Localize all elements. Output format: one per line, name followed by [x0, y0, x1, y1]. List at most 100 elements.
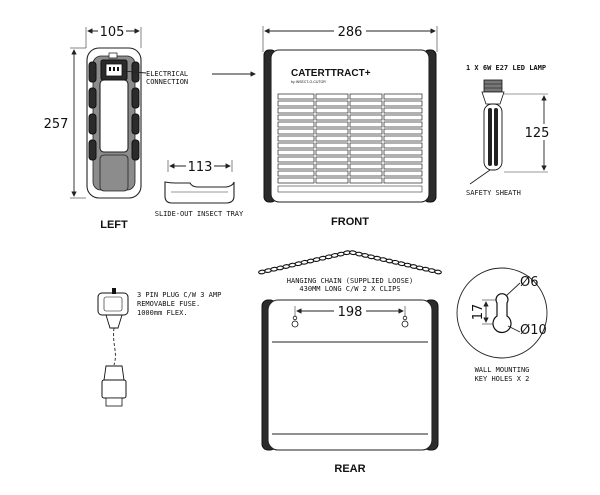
front-view-label: FRONT: [331, 216, 369, 228]
brand-sub: by INSECT-O-CUTOR: [291, 80, 326, 84]
tray-width-dim: 113: [188, 160, 213, 175]
grille-slot: [277, 142, 315, 149]
grille-slot: [315, 142, 349, 149]
grille-slot: [383, 107, 423, 114]
grille-slot: [349, 114, 383, 121]
grille-slot: [277, 156, 315, 163]
grille-slot: [349, 177, 383, 184]
lamp-label: 1 X 6W E27 LED LAMP: [466, 64, 546, 72]
rear-view: 198 REAR: [261, 299, 439, 475]
left-view-label: LEFT: [100, 219, 128, 231]
front-width-dim: 286: [338, 25, 363, 40]
grille-slot: [277, 121, 315, 128]
keyhole-label-line1: WALL MOUNTING: [475, 366, 530, 374]
left-width-dim: 105: [100, 25, 125, 40]
iec-connector-icon: [100, 52, 128, 81]
grille-slot: [349, 135, 383, 142]
front-view: 286 CATERTTRACT+ by INSECT-O-CUTOR FRONT: [262, 23, 438, 228]
rear-keyhole-right: [401, 315, 409, 328]
hanging-chain: [258, 250, 442, 275]
grille-slot: [383, 177, 423, 184]
plug-view: 3 PIN PLUG C/W 3 AMP REMOVABLE FUSE. 100…: [97, 288, 221, 407]
grille-slot: [349, 163, 383, 170]
keyhole-label-line2: KEY HOLES X 2: [475, 375, 530, 383]
grille-slot: [383, 121, 423, 128]
grille-slot: [349, 93, 383, 100]
grille-slot: [277, 93, 315, 100]
keyhole-top-dim: Ø6: [520, 275, 539, 290]
grille-slot: [349, 128, 383, 135]
grille-slot: [315, 114, 349, 121]
flex-cable: [113, 327, 116, 366]
brand-logo: CATERTTRACT+: [291, 68, 371, 79]
left-height-dim: 257: [44, 117, 69, 132]
grille-slot: [315, 121, 349, 128]
grille-slot: [383, 156, 423, 163]
chain-note-line2: 430MM LONG C/W 2 X CLIPS: [299, 285, 400, 293]
sheath-label: SAFETY SHEATH: [466, 189, 521, 197]
grille-slot: [315, 100, 349, 107]
chain-note-line1: HANGING CHAIN (SUPPLIED LOOSE): [287, 277, 413, 285]
grille-slot: [315, 128, 349, 135]
rear-body: [267, 299, 433, 451]
grille-slot: [349, 156, 383, 163]
grille-slot: [277, 163, 315, 170]
keyhole-bottom-dim: Ø10: [520, 323, 547, 338]
grille-slot: [315, 170, 349, 177]
grille-slot: [315, 93, 349, 100]
grille-slot: [383, 93, 423, 100]
grille-slot: [277, 170, 315, 177]
grille-slot: [349, 142, 383, 149]
plug-note-line1: 3 PIN PLUG C/W 3 AMP: [137, 291, 221, 299]
grille-slot: [277, 107, 315, 114]
tray-label: SLIDE-OUT INSECT TRAY: [155, 210, 244, 218]
grille-slot: [349, 100, 383, 107]
led-lamp-icon: [481, 79, 505, 171]
left-view: 105 257 ELEC: [44, 23, 256, 231]
lamp-view: 1 X 6W E27 LED LAMP 125 SAFETY SHEATH: [466, 64, 552, 197]
grille-slot: [315, 156, 349, 163]
keyhole-shape: [492, 293, 512, 334]
uk-plug-icon: [97, 288, 129, 329]
iec-plug-icon: [101, 365, 127, 407]
plug-note-line3: 1000mm FLEX.: [137, 309, 188, 317]
grille-slot: [277, 100, 315, 107]
connection-note-line1: ELECTRICAL: [146, 70, 188, 78]
grille-slot: [349, 121, 383, 128]
grille-slot: [383, 135, 423, 142]
grille-slot: [349, 149, 383, 156]
keyhole-height-dim: 17: [471, 304, 486, 321]
grille-slot: [277, 135, 315, 142]
grille-slot: [277, 149, 315, 156]
grille-slot: [383, 149, 423, 156]
grille-slot: [383, 170, 423, 177]
plug-note-line2: REMOVABLE FUSE.: [137, 300, 200, 308]
grille-slot: [349, 170, 383, 177]
grille-slot: [383, 163, 423, 170]
grille-slot: [315, 163, 349, 170]
left-side-louvres: [88, 61, 140, 161]
rear-keyhole-left: [291, 315, 299, 328]
grille-slot: [349, 107, 383, 114]
grille-slot: [277, 114, 315, 121]
lamp-height-dim: 125: [525, 126, 550, 141]
grille-slot: [315, 107, 349, 114]
grille-slot: [315, 149, 349, 156]
chain-link: [434, 269, 442, 275]
insect-tray-shape: [164, 181, 235, 204]
rear-keyhole-spacing-dim: 198: [338, 305, 363, 320]
keyhole-detail: 17 Ø6 Ø10 WALL MOUNTING KEY HOLES X 2: [456, 267, 548, 383]
grille-slot: [383, 128, 423, 135]
front-grille: [277, 93, 423, 184]
grille-slot: [383, 142, 423, 149]
grille-slot: [277, 128, 315, 135]
grille-slot: [315, 135, 349, 142]
tray-view: 113 SLIDE-OUT INSECT TRAY: [155, 158, 244, 218]
rear-view-label: REAR: [334, 463, 365, 475]
grille-slot: [315, 177, 349, 184]
connection-note-line2: CONNECTION: [146, 78, 188, 86]
grille-slot: [383, 100, 423, 107]
grille-slot: [383, 114, 423, 121]
grille-slot: [277, 177, 315, 184]
